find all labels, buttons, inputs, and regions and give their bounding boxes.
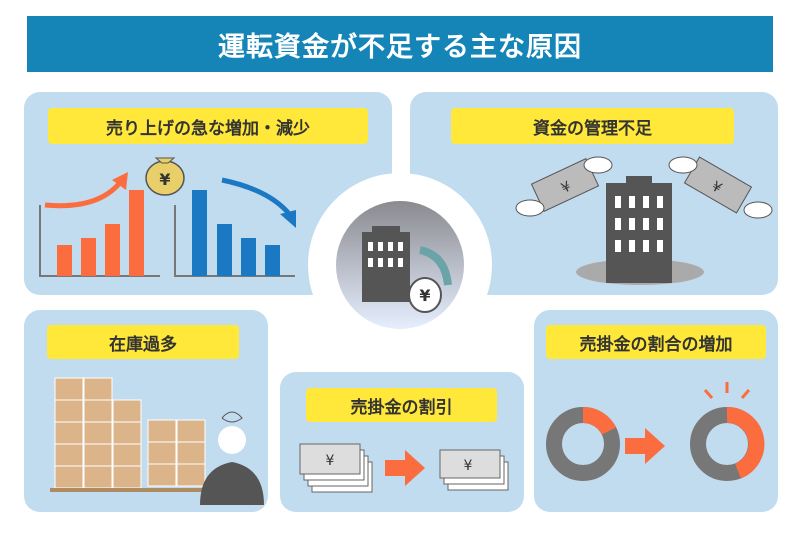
svg-text:¥: ¥ [326, 453, 335, 469]
cause-label-receivable-discount: 売掛金の割引 [306, 388, 497, 422]
donut-small-share [546, 406, 620, 481]
svg-text:¥: ¥ [159, 170, 170, 189]
money-bag-icon: ¥ [408, 277, 442, 313]
right-arrow-icon [625, 428, 665, 464]
page-title: 運転資金が不足する主な原因 [27, 16, 773, 72]
money-bag-icon: ¥ [145, 157, 185, 196]
svg-text:¥: ¥ [419, 286, 430, 305]
banknote-stack-icon [299, 443, 373, 493]
flow-arrow-icon [418, 246, 452, 286]
donut-large-share [690, 406, 765, 481]
right-arrow-icon [385, 450, 425, 486]
cause-label-excess-inventory: 在庫過多 [47, 325, 239, 359]
worried-person-icon [200, 411, 264, 505]
cause-label-fund-management: 資金の管理不足 [451, 108, 734, 144]
box-stack-icon [54, 377, 206, 489]
svg-text:¥: ¥ [464, 458, 473, 474]
inward-arrows-icon [298, 318, 502, 366]
alert-lines-icon [703, 382, 751, 399]
banknote-stack-icon [439, 449, 509, 491]
cause-label-receivable-ratio: 売掛金の割合の増加 [546, 325, 766, 359]
cause-label-sales-change: 売り上げの急な増加・減少 [48, 108, 368, 144]
